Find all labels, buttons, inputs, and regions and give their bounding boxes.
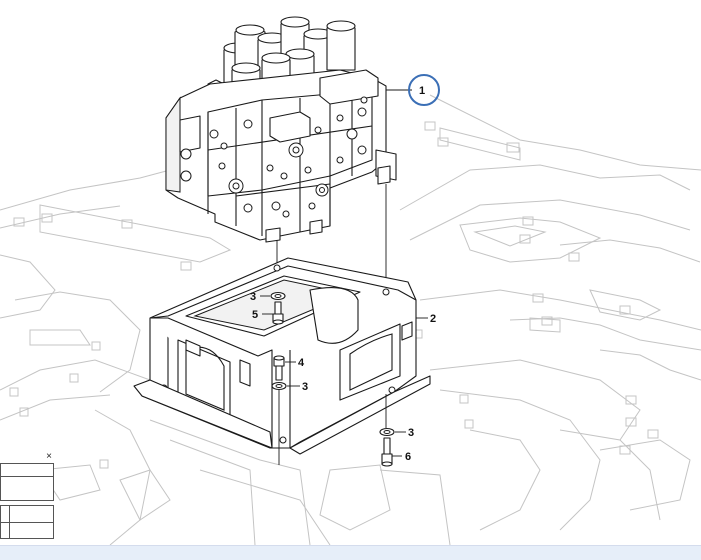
washer-upper xyxy=(270,291,286,301)
bolt-upper xyxy=(272,301,284,325)
valve-body xyxy=(165,69,397,243)
washer-middle xyxy=(271,381,287,391)
callouts: 1 2 3 3 3 4 5 6 xyxy=(250,74,440,463)
bolt-middle xyxy=(273,355,285,381)
callout-1-label[interactable]: 1 xyxy=(419,85,425,97)
callout-6-label[interactable]: 6 xyxy=(405,451,411,463)
callout-1-highlight-ring[interactable] xyxy=(408,74,440,106)
mini-panel-field-bottom[interactable] xyxy=(0,505,54,539)
floating-mini-panel: × xyxy=(0,451,54,543)
bolt-lower xyxy=(381,437,393,467)
background-frame-linework xyxy=(0,94,701,545)
mini-panel-divider xyxy=(1,476,53,477)
parts-diagram: 1 2 3 3 3 4 5 6 xyxy=(0,16,701,545)
mini-panel-row-divider xyxy=(1,522,53,523)
callout-2-label[interactable]: 2 xyxy=(430,313,436,325)
washer-lower xyxy=(379,427,395,437)
control-valve-assembly xyxy=(165,16,397,290)
callout-4-label[interactable]: 4 xyxy=(298,357,305,369)
mounting-frame xyxy=(133,257,431,455)
fastener-hardware xyxy=(270,291,395,467)
callout-3b-label[interactable]: 3 xyxy=(302,381,308,393)
mini-panel-field-top[interactable] xyxy=(0,463,54,501)
close-icon[interactable]: × xyxy=(46,451,52,462)
callout-3c-label[interactable]: 3 xyxy=(408,427,414,439)
callout-5-label[interactable]: 5 xyxy=(252,309,258,321)
bottom-status-bar xyxy=(0,545,701,560)
callout-3a-label[interactable]: 3 xyxy=(250,291,256,303)
